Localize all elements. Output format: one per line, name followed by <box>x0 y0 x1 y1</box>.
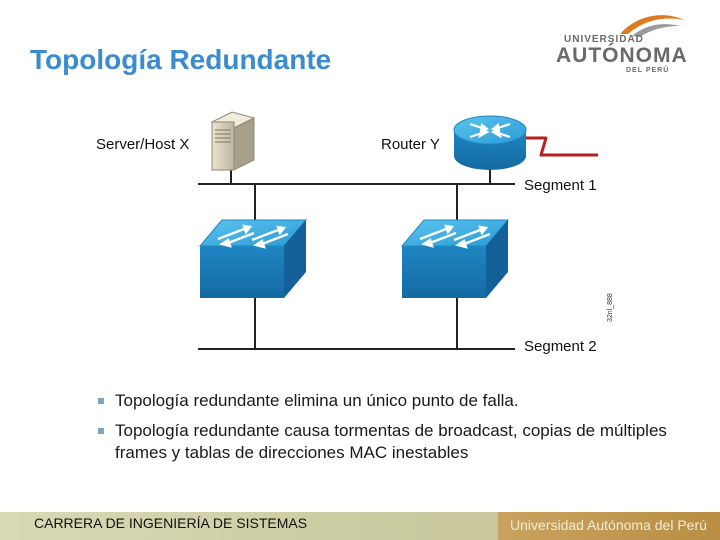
segment-2-label: Segment 2 <box>524 338 597 355</box>
serial-link-icon <box>522 136 598 157</box>
slide-title: Topología Redundante <box>30 44 332 75</box>
switch-1-icon <box>198 219 308 298</box>
figure-code: 32nl_888 <box>607 293 614 322</box>
server-host-label: Server/Host X <box>96 136 190 153</box>
logo-text-del-peru: DEL PERÚ <box>626 67 670 74</box>
bullet-text: Topología redundante elimina un único pu… <box>115 391 519 410</box>
router-label: Router Y <box>381 136 440 153</box>
switch-2-icon <box>400 219 510 298</box>
bullet-item: Topología redundante causa tormentas de … <box>98 420 678 464</box>
logo-text-universidad: UNIVERSIDAD <box>564 34 644 45</box>
footer-university-text: Universidad Autónoma del Perú <box>510 517 707 533</box>
segment-1-label: Segment 1 <box>524 177 597 194</box>
bullet-square-icon <box>98 398 104 404</box>
logo-text-autonoma: AUTÓNOMA <box>556 44 688 67</box>
footer-career-text: CARRERA DE INGENIERÍA DE SISTEMAS <box>34 515 308 531</box>
university-logo: UNIVERSIDAD AUTÓNOMA DEL PERÚ <box>548 12 698 82</box>
bullet-item: Topología redundante elimina un único pu… <box>98 390 678 412</box>
logo-swoosh-icon <box>620 15 684 37</box>
router-icon <box>453 115 527 170</box>
bullet-square-icon <box>98 428 104 434</box>
server-host-icon <box>210 111 256 171</box>
footer-university: Universidad Autónoma del Perú <box>498 512 720 540</box>
footer-career: CARRERA DE INGENIERÍA DE SISTEMAS <box>0 512 498 540</box>
bullet-text: Topología redundante causa tormentas de … <box>115 421 667 462</box>
bullet-list: Topología redundante elimina un único pu… <box>98 390 678 472</box>
redundant-topology-diagram <box>198 111 598 350</box>
